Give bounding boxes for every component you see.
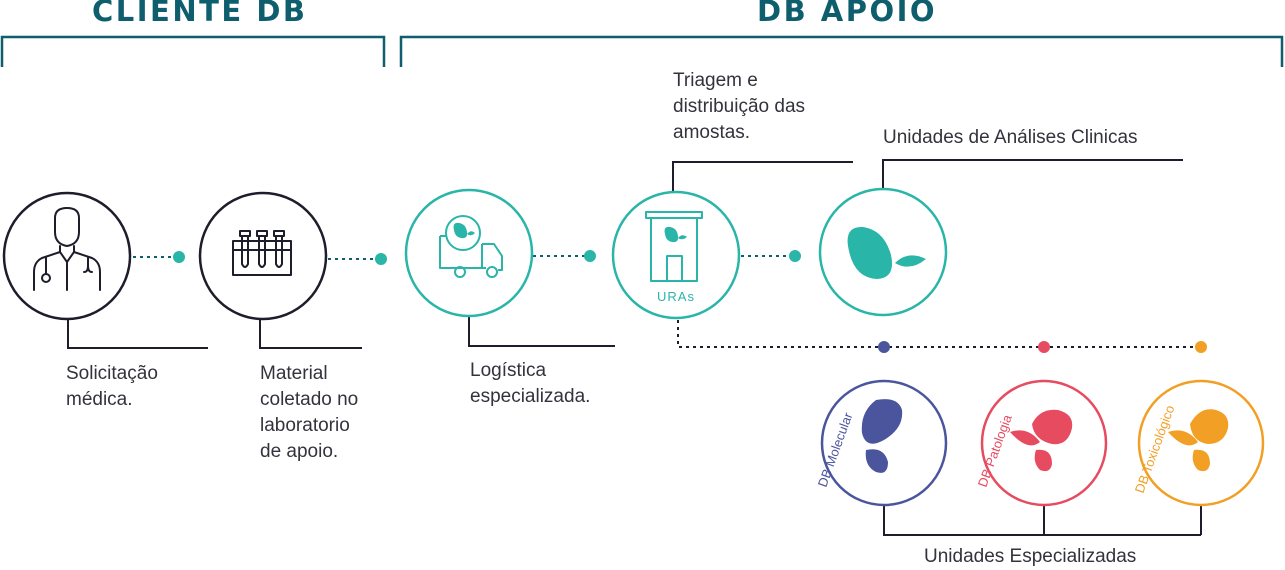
connector-dot-toxicologico — [1195, 341, 1207, 353]
bracket-cliente — [0, 35, 386, 67]
connector-dot-patologia — [1038, 341, 1050, 353]
uras-label: URAs — [657, 289, 695, 304]
toxicologico-logo-icon — [1168, 409, 1229, 472]
node-logistica — [404, 188, 534, 318]
truck-logo-icon — [453, 222, 475, 239]
connectors — [133, 250, 1207, 353]
label-triagem: Triagem e distribuição das amostas. — [673, 70, 806, 143]
label-logistica: Logística especializada. — [470, 360, 591, 407]
connector-dot-molecular — [878, 341, 890, 353]
db-logo-icon — [847, 226, 926, 279]
node-db-toxicologico — [1137, 379, 1265, 507]
label-unidades-especializadas: Unidades Especializadas — [924, 546, 1137, 567]
molecular-logo-icon — [861, 399, 903, 473]
building-logo-icon — [664, 226, 687, 243]
node-material — [198, 191, 328, 321]
bracket-apoio — [399, 35, 1284, 67]
header-db-apoio: DB APOIO — [757, 0, 938, 28]
node-solicitacao — [2, 191, 132, 321]
leader-lines — [67, 159, 1202, 536]
node-uras: URAs — [611, 190, 741, 320]
connector-dot — [375, 253, 387, 265]
header-cliente-db: CLIENTE DB — [92, 0, 308, 28]
connector-dot — [789, 250, 801, 262]
building-icon — [645, 211, 703, 282]
test-tubes-icon — [232, 230, 292, 276]
node-db-patologia — [980, 379, 1108, 507]
patologia-logo-icon — [1010, 409, 1073, 472]
doctor-icon — [33, 207, 101, 291]
label-unidades-analises: Unidades de Análises Clinicas — [883, 127, 1138, 148]
node-db-molecular — [820, 379, 948, 507]
node-unidades-analises — [818, 187, 948, 317]
label-material: Material coletado no laboratorio de apoi… — [260, 363, 359, 462]
connector-dot — [173, 251, 185, 263]
label-solicitacao: Solicitação médica. — [66, 363, 158, 410]
connector-dot — [584, 250, 596, 262]
